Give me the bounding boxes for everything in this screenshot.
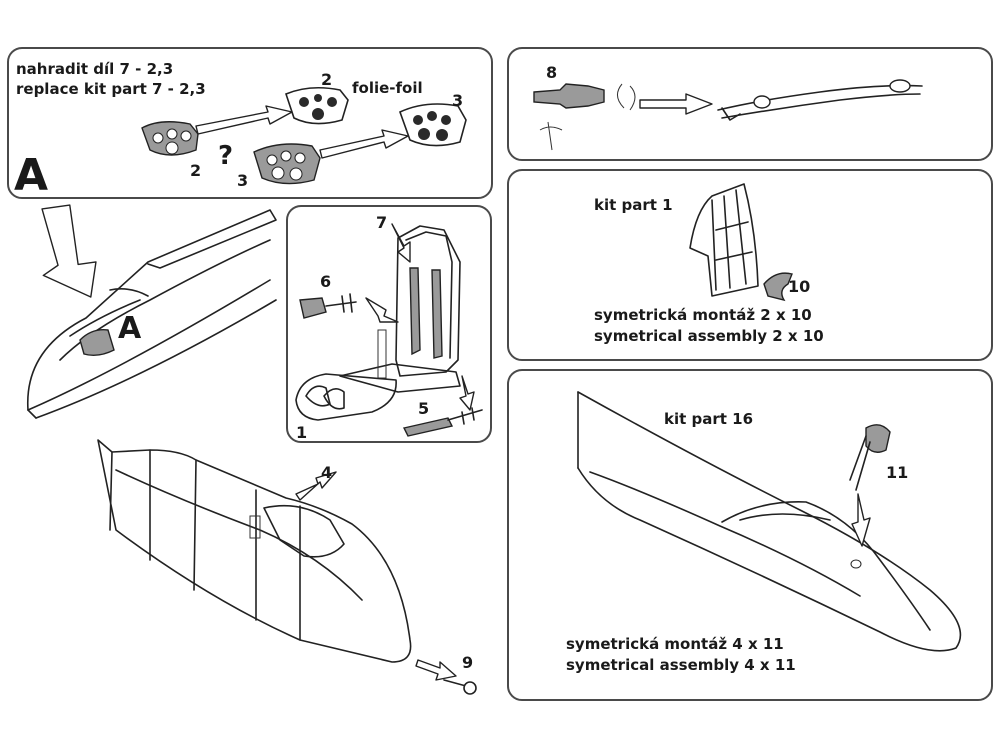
canopy-glass: [263, 504, 345, 558]
foil-part-3: [399, 103, 467, 147]
panel-8: 8: [507, 47, 993, 161]
canopy-fuselage-group: 4 9: [97, 439, 477, 695]
panel-11-instruction-en: symetrical assembly 4 x 11: [566, 656, 796, 674]
part-number-7: 7: [376, 213, 387, 232]
part-number-3-foil: 3: [452, 91, 463, 110]
arrow-part-9: [415, 659, 457, 681]
part-number-5: 5: [418, 399, 429, 418]
arrow-part-6: [365, 297, 399, 323]
part-11: [865, 424, 891, 453]
foil-label: folie-foil: [352, 79, 423, 97]
part-number-2-foil: 2: [321, 70, 332, 89]
panel-a-letter: A: [14, 150, 48, 201]
panel-10-kit-part: kit part 1: [594, 196, 673, 214]
foil-part-2: [285, 86, 349, 125]
arrow-3-to-foil: [319, 129, 409, 159]
panel-11: kit part 16 11 symetrická montáž 4 x 11 …: [507, 369, 993, 701]
seat-panel: 7 6 5 1: [286, 205, 492, 443]
panel-a-instruction-cz: nahradit díl 7 - 2,3: [16, 60, 173, 78]
part-9-ring: [463, 681, 477, 695]
part-5: [402, 417, 454, 437]
nose-panel-a-location: [79, 329, 115, 357]
part-number-8: 8: [546, 63, 557, 82]
part-number-10: 10: [788, 277, 810, 296]
question-mark: ?: [218, 141, 233, 171]
part-6: [299, 297, 327, 319]
vertical-stabilizer: [689, 183, 759, 297]
instrument-panel-part-2-kit: [141, 121, 199, 156]
arrow-part-4: [295, 471, 337, 501]
fuselage-nose-bottom: [577, 391, 962, 652]
part-8: [533, 83, 605, 109]
part-number-1: 1: [296, 423, 307, 442]
panel-11-kit-part: kit part 16: [664, 410, 753, 428]
panel-10-instruction-cz: symetrická montáž 2 x 10: [594, 306, 812, 324]
panel-11-instruction-cz: symetrická montáž 4 x 11: [566, 635, 784, 653]
instrument-panel-part-3-kit: [253, 143, 321, 185]
arrow-part-8: [639, 93, 713, 115]
part-number-11: 11: [886, 463, 908, 482]
big-down-arrow: [41, 204, 97, 298]
panel-a: nahradit díl 7 - 2,3 replace kit part 7 …: [7, 47, 493, 201]
seat-belt-left: [409, 267, 421, 356]
arrow-part-11: [851, 493, 871, 547]
panel-10: kit part 1 10 symetrická montáž 2 x 10 s…: [507, 169, 993, 361]
part-10: [763, 272, 793, 302]
arrow-part-7: [391, 223, 411, 263]
part-number-4: 4: [321, 463, 332, 482]
arrow-part-5: [459, 375, 475, 411]
seat-belt-right: [431, 269, 443, 359]
nose-letter-a: A: [118, 311, 142, 346]
part-number-2-kit: 2: [190, 161, 201, 180]
panel-10-instruction-en: symetrical assembly 2 x 10: [594, 327, 824, 345]
part-number-6: 6: [320, 272, 331, 291]
part-number-9: 9: [462, 653, 473, 672]
nose-fuselage-group: A: [26, 204, 277, 419]
panel-a-instruction-en: replace kit part 7 - 2,3: [16, 80, 206, 98]
part-number-3-kit: 3: [237, 171, 248, 190]
arrow-2-to-foil: [195, 105, 293, 135]
